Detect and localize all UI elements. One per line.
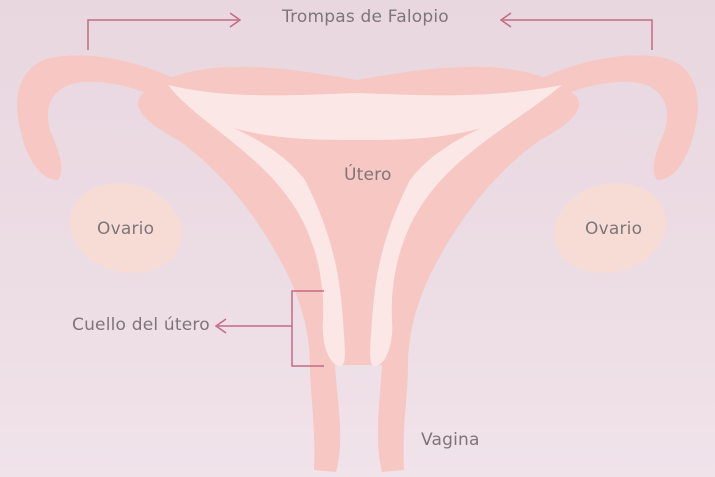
tube-pointer-left xyxy=(87,19,238,50)
tube-pointer-right xyxy=(503,19,653,50)
uterine-cavity xyxy=(168,85,562,366)
ovary-left-shape xyxy=(69,183,183,273)
uterus-label: Útero xyxy=(344,165,392,185)
cervix-pointer-arrowhead xyxy=(214,318,227,334)
vagina-label: Vagina xyxy=(421,430,480,450)
ovary-right-shape xyxy=(553,183,667,273)
ovary-left-label: Ovario xyxy=(97,219,155,239)
cervix-bracket xyxy=(291,290,324,367)
uterus-body xyxy=(138,66,580,473)
ovary-right-label: Ovario xyxy=(585,219,643,239)
tube-pointer-left-arrowhead xyxy=(229,12,242,28)
fallopian-tubes-label: Trompas de Falopio xyxy=(282,7,449,27)
tube-pointer-right-arrowhead xyxy=(499,12,512,28)
cervix-label: Cuello del útero xyxy=(72,315,210,335)
